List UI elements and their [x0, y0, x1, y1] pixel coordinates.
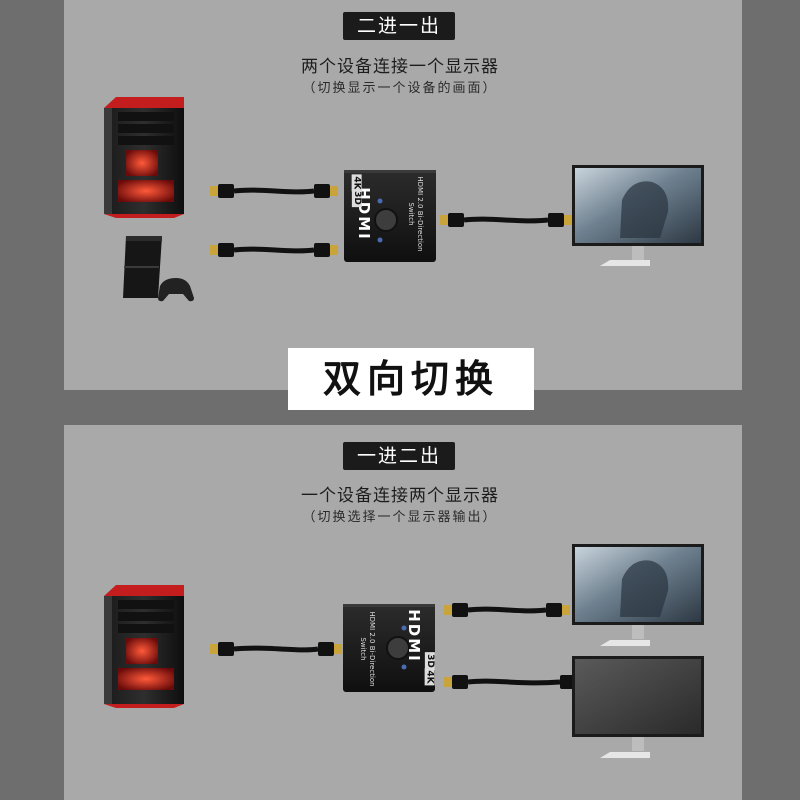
device-badge-3d-top: 3D — [351, 189, 362, 207]
banner-title: 双向切换 — [288, 348, 534, 410]
bottom-section-headline: 一个设备连接两个显示器 — [301, 486, 499, 506]
device-label-top: HDMI 2.0 Bi-Direction Switch — [406, 169, 424, 259]
device-label-line1: HDMI 2.0 Bi-Direction — [416, 176, 424, 252]
device-label-line2: Switch — [407, 202, 415, 226]
controller-icon — [158, 278, 194, 302]
top-section-headline: 两个设备连接一个显示器 — [301, 57, 499, 77]
hdmi-cable-input-1 — [210, 184, 338, 198]
hdmi-switch-device-bottom — [343, 604, 435, 692]
monitor-icon-bottom-1 — [572, 544, 704, 646]
hdmi-switch-device-top — [344, 170, 436, 262]
pc-tower-icon-bottom — [104, 585, 184, 708]
device-label-line2: Switch — [359, 637, 367, 661]
hdmi-cable-input-bottom — [210, 642, 342, 656]
bottom-section-subline: （切换选择一个显示器输出） — [302, 510, 498, 525]
hdmi-cable-input-2 — [210, 243, 338, 257]
game-console-icon — [123, 236, 162, 298]
hdmi-cable-output — [440, 213, 572, 227]
hdmi-cable-output-2 — [444, 675, 584, 689]
device-label-line1: HDMI 2.0 Bi-Direction — [368, 611, 376, 687]
monitor-icon-bottom-2 — [572, 656, 704, 758]
device-logo-bottom: HDMI — [405, 609, 423, 663]
pc-tower-icon — [104, 97, 184, 218]
monitor-icon-top — [572, 165, 704, 266]
top-section-badge: 二进一出 — [343, 12, 455, 40]
top-section-subline: （切换显示一个设备的画面） — [302, 81, 498, 96]
device-badge-3d-bottom: 3D — [424, 652, 435, 670]
device-label-bottom: HDMI 2.0 Bi-Direction Switch — [358, 604, 376, 694]
device-badge-4k-bottom: 4K — [424, 668, 435, 686]
hdmi-cable-output-1 — [444, 603, 570, 617]
bottom-section-badge: 一进二出 — [343, 442, 455, 470]
